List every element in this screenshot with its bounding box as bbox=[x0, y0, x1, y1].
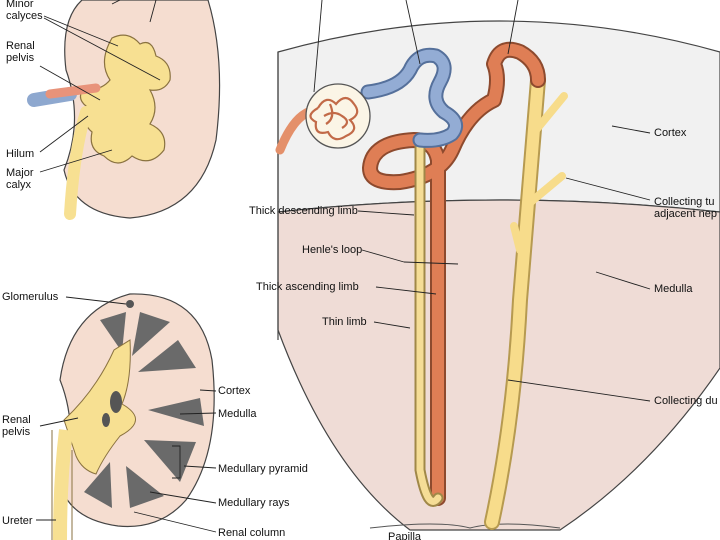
label-henles-loop: Henle's loop bbox=[302, 244, 363, 256]
glomerulus-dot bbox=[126, 300, 134, 308]
renal-pelvis-bottom-shape bbox=[63, 339, 136, 475]
label-ureter: Ureter bbox=[2, 515, 33, 527]
label-minor-calyces: Minor calyces bbox=[6, 0, 43, 22]
kidney-section-panel bbox=[27, 0, 221, 220]
collecting-tubule-branch-upper bbox=[532, 92, 568, 134]
label-renal-column: Renal column bbox=[218, 527, 286, 539]
label-papilla: Papilla bbox=[388, 531, 422, 540]
collecting-tubule-branch-lower bbox=[522, 172, 566, 210]
renal-artery-top bbox=[45, 83, 101, 99]
glomerular-capillaries bbox=[309, 96, 359, 141]
label-major-calyx: Major calyx bbox=[6, 167, 34, 191]
kidney-pyramids-panel bbox=[36, 293, 217, 540]
nephron-panel bbox=[275, 0, 720, 531]
medulla-region bbox=[277, 199, 720, 531]
nephron-leader-lines bbox=[313, 0, 651, 402]
label-renal-pelvis-top: Renal pelvis bbox=[6, 40, 35, 64]
label-medulla-kidney: Medulla bbox=[218, 408, 257, 420]
label-thick-ascending-limb: Thick ascending limb bbox=[256, 281, 359, 293]
label-cortex-nephron: Cortex bbox=[654, 127, 687, 139]
ureter-top bbox=[64, 106, 92, 220]
label-renal-pelvis-bottom: Renal pelvis bbox=[2, 414, 31, 438]
medullary-pyramids bbox=[84, 312, 204, 508]
label-thin-limb: Thin limb bbox=[322, 316, 367, 328]
label-glomerulus: Glomerulus bbox=[2, 291, 59, 303]
label-collecting-duct: Collecting du bbox=[654, 395, 718, 407]
label-medullary-rays: Medullary rays bbox=[218, 497, 290, 509]
kidney-bottom-leader-lines bbox=[36, 296, 217, 533]
kidney-top-leader-lines bbox=[39, 0, 161, 173]
ureter-bottom bbox=[53, 429, 73, 540]
papilla-base bbox=[369, 523, 561, 529]
label-collecting-tubule: Collecting tu adjacent nep bbox=[654, 196, 717, 220]
label-medulla-nephron: Medulla bbox=[654, 283, 693, 295]
label-cortex-kidney: Cortex bbox=[218, 385, 251, 397]
label-hilum: Hilum bbox=[6, 148, 35, 160]
label-medullary-pyramid: Medullary pyramid bbox=[218, 463, 308, 475]
label-thick-descending-limb: Thick descending limb bbox=[249, 205, 358, 217]
